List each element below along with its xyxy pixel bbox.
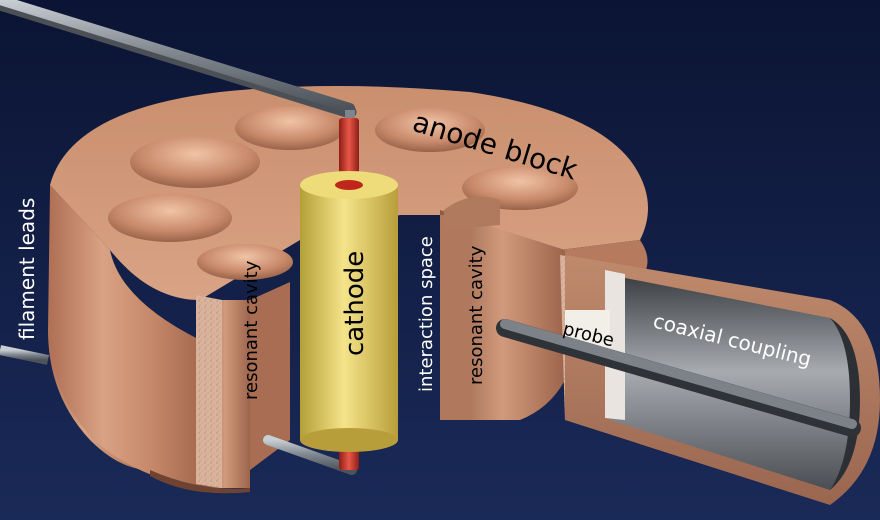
label-filament-leads: filament leads [15, 198, 39, 340]
label-resonant-cavity-right: resonant cavity [466, 245, 487, 385]
label-resonant-cavity-left: resonant cavity [241, 260, 262, 400]
probe-rod [496, 319, 861, 437]
cathode-cylinder [300, 171, 398, 452]
coaxial-coupling [565, 255, 880, 505]
cavity-holes [108, 106, 578, 280]
label-interaction-space: interaction space [416, 236, 437, 392]
label-cathode: cathode [340, 251, 370, 356]
filament-lead-bottom [0, 345, 357, 475]
